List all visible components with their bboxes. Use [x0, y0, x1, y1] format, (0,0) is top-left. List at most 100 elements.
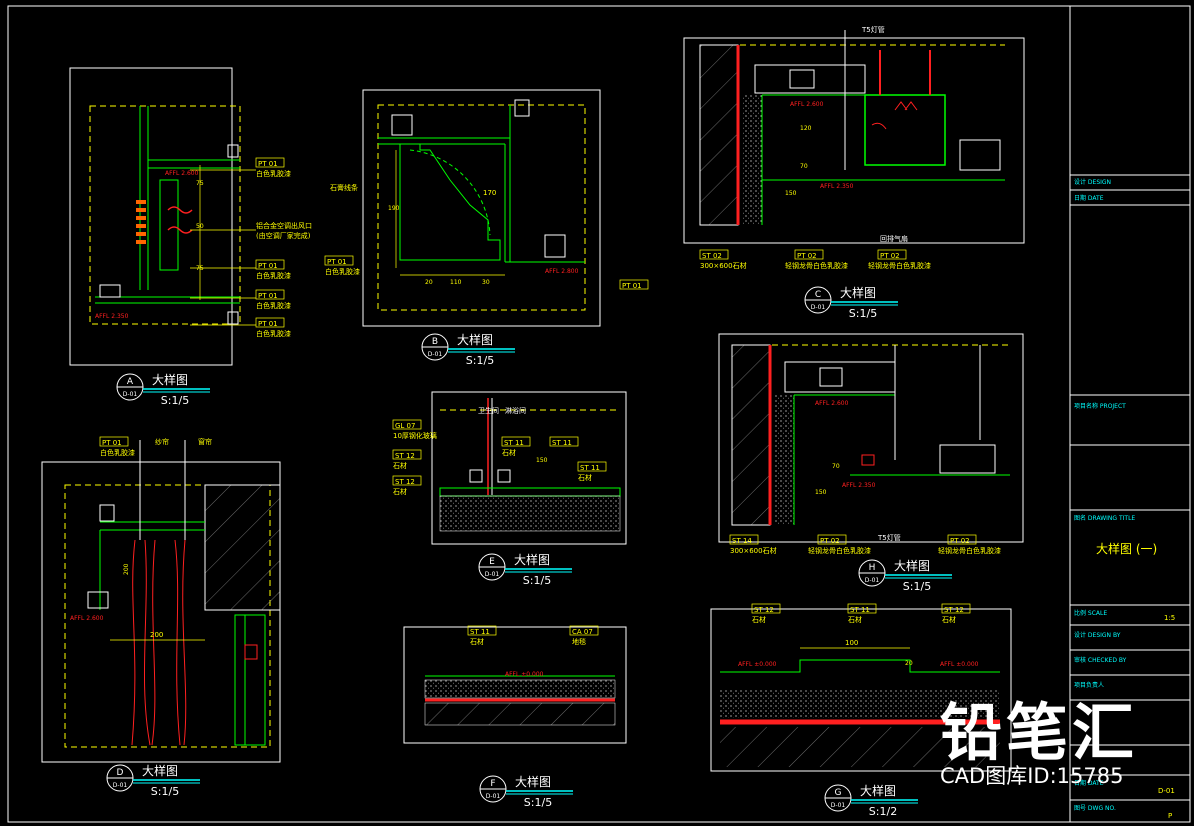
detail-sheet-ref: D-01	[865, 577, 880, 584]
detail-scale: S:1/2	[869, 805, 897, 818]
detail-letter: C	[815, 290, 821, 300]
detail-c: T5灯管 回排气扇 AFFL 2.600 AFFL 2.350 120 70 1…	[683, 25, 1025, 270]
title-block: 设计 DESIGN 日期 DATE 项目名称 PROJECT 图名 DRAWIN…	[1070, 174, 1190, 820]
detail-letter: G	[835, 788, 842, 798]
detail-title: 大样图	[142, 763, 178, 778]
tag-st12: ST 12	[754, 606, 774, 614]
tb-row-date: 日期 DATE	[1074, 779, 1104, 787]
tag-pt01: PT 01	[258, 262, 278, 270]
detail-g: 100 20 ST 12 石材 ST 11 石材 ST 12 石材 AFFL ±…	[710, 603, 1012, 772]
detail-scale: S:1/5	[524, 796, 552, 809]
note-white-latex: 白色乳胶漆	[256, 169, 291, 178]
dimension: 150	[785, 190, 797, 197]
note-t5-tube: T5灯管	[861, 25, 885, 34]
level-mark: AFFL 2.600	[165, 170, 199, 177]
tag-st12: ST 12	[944, 606, 964, 614]
detail-f: ST 11 石材 CA 07 地毯 AFFL ±0.000	[403, 625, 627, 744]
tag-pt02: PT 02	[820, 537, 840, 545]
detail-scale: S:1/5	[161, 394, 189, 407]
tag-pt02: PT 02	[880, 252, 900, 260]
note-white-latex: 白色乳胶漆	[100, 448, 135, 457]
detail-b: 石膏线条 PT 01 白色乳胶漆 PT 01 AFFL 2.800 170 19…	[324, 89, 649, 327]
tag-st11: ST 11	[470, 628, 490, 636]
detail-title: 大样图	[457, 332, 493, 347]
tag-pt01: PT 01	[258, 160, 278, 168]
detail-scale: S:1/5	[903, 580, 931, 593]
level-mark: AFFL ±0.000	[940, 661, 979, 668]
detail-letter: B	[432, 337, 438, 347]
tag-pt02: PT 02	[797, 252, 817, 260]
level-mark: AFFL 2.600	[790, 101, 824, 108]
tag-pt01: PT 01	[102, 439, 122, 447]
watermark-brand: 铅笔汇	[940, 696, 1139, 769]
watermark-id: CAD图库ID:15785	[940, 764, 1124, 788]
detail-a-tags: PT 01 白色乳胶漆 铝合金空调出风口 (由空调厂家完成) PT 01 白色乳…	[255, 157, 312, 338]
detail-a: PT 01 白色乳胶漆 铝合金空调出风口 (由空调厂家完成) PT 01 白色乳…	[69, 67, 312, 366]
note-bathroom: 卫生间	[478, 406, 499, 415]
tb-row-manager: 项目负责人	[1074, 681, 1104, 689]
dimension: 20	[425, 279, 433, 286]
detail-title: 大样图	[515, 774, 551, 789]
level-mark: AFFL ±0.000	[505, 671, 544, 678]
detail-label-f: F D-01 大样图 S:1/5	[479, 774, 573, 809]
detail-letter: E	[489, 557, 495, 567]
tag-st12: ST 12	[395, 452, 415, 460]
note-stone: 石材	[393, 487, 407, 496]
note-ac-vent: 铝合金空调出风口	[256, 221, 312, 230]
detail-scale: S:1/5	[849, 307, 877, 320]
dimension: 200	[123, 563, 130, 575]
note-ac-vendor: (由空调厂家完成)	[256, 231, 311, 240]
note-glass: 10厚钢化玻璃	[393, 431, 437, 440]
note-curtain: 窗帘	[198, 437, 212, 446]
detail-title: 大样图	[514, 552, 550, 567]
detail-sheet-ref: D-01	[123, 391, 138, 398]
dimension: 75	[196, 180, 204, 187]
tag-pt02: PT 02	[950, 537, 970, 545]
note-stone: 石材	[578, 473, 592, 482]
tag-pt01: PT 01	[327, 258, 347, 266]
detail-title: 大样图	[894, 558, 930, 573]
tag-st12: ST 12	[395, 478, 415, 486]
level-mark: AFFL 2.350	[95, 313, 129, 320]
note-gypsum: 轻钢龙骨白色乳胶漆	[938, 546, 1001, 555]
detail-sheet-ref: D-01	[486, 793, 501, 800]
tag-st02: ST 02	[702, 252, 722, 260]
note-white-latex: 白色乳胶漆	[256, 329, 291, 338]
detail-title: 大样图	[840, 285, 876, 300]
detail-letter: F	[490, 779, 495, 789]
tag-pt01: PT 01	[622, 282, 642, 290]
dimension: 20	[905, 660, 913, 667]
detail-scale: S:1/5	[151, 785, 179, 798]
drawing-title: 大样图 (一)	[1096, 541, 1157, 556]
tag-pt01: PT 01	[258, 292, 278, 300]
dimension: 190	[388, 205, 400, 212]
detail-label-c: C D-01 大样图 S:1/5	[804, 285, 898, 320]
tb-row-checker: 审核 CHECKED BY	[1074, 656, 1127, 664]
detail-sheet-ref: D-01	[811, 304, 826, 311]
note-exhaust-fan: 回排气扇	[880, 234, 908, 243]
tag-st11: ST 11	[850, 606, 870, 614]
tb-row-drawing-title: 图名 DRAWING TITLE	[1074, 514, 1135, 522]
detail-title: 大样图	[152, 372, 188, 387]
level-mark: AFFL 2.600	[70, 615, 104, 622]
sheet-number: D-01	[1158, 787, 1175, 795]
note-stone: 石材	[502, 448, 516, 457]
tb-row-dwg-no: 图号 DWG NO.	[1074, 805, 1116, 812]
detail-sheet-ref: D-01	[485, 571, 500, 578]
tb-row-designer: 设计 DESIGN BY	[1074, 631, 1121, 639]
note-plaster-line: 石膏线条	[330, 183, 358, 192]
detail-sheet-ref: D-01	[113, 782, 128, 789]
tb-row-date: 日期 DATE	[1074, 194, 1104, 202]
tag-st11: ST 11	[552, 439, 572, 447]
detail-sheet-ref: D-01	[831, 802, 846, 809]
level-mark: AFFL ±0.000	[738, 661, 777, 668]
dimension: 100	[845, 639, 858, 647]
page-mark: P	[1168, 812, 1172, 820]
level-mark: AFFL 2.600	[815, 400, 849, 407]
note-white-latex: 白色乳胶漆	[325, 267, 360, 276]
level-mark: AFFL 2.350	[820, 183, 854, 190]
